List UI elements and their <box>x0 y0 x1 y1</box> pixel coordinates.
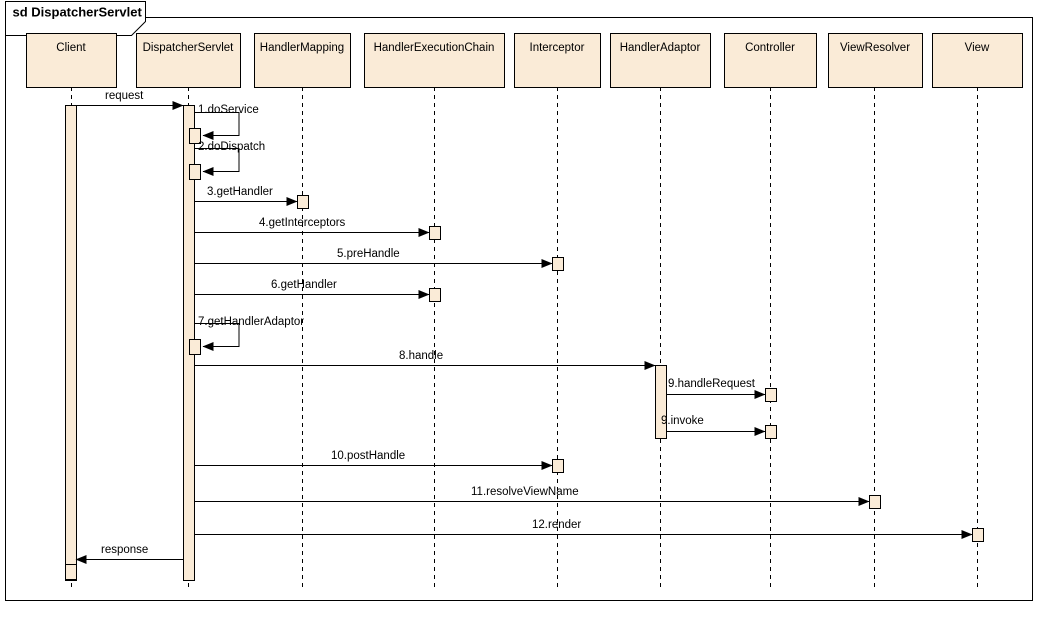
message-label: 1.doService <box>198 104 259 116</box>
activation-bar <box>765 425 777 439</box>
activation-bar <box>65 564 77 580</box>
activation-bar <box>552 257 564 271</box>
activation-bar <box>189 128 201 144</box>
message-5-prehandle[interactable]: 5.preHandle <box>194 248 553 268</box>
message-label: 9.handleRequest <box>668 378 756 390</box>
lifeline-box-dispatcherservlet[interactable] <box>136 33 241 88</box>
message-12-render[interactable]: 12.render <box>194 519 973 539</box>
message-label: response <box>101 544 148 556</box>
lifeline-label-client: Client <box>56 42 86 54</box>
message-label: 12.render <box>532 519 581 531</box>
activation-bar <box>297 195 309 209</box>
message-self-arrow <box>194 323 240 351</box>
lifeline-box-controller[interactable] <box>724 33 817 88</box>
lifeline-label-interceptor: Interceptor <box>530 42 585 54</box>
message-self-arrow <box>194 112 240 140</box>
activation-bar <box>189 164 201 180</box>
message-response[interactable]: response <box>75 544 183 564</box>
activation-bar <box>655 365 667 439</box>
lifeline-box-handleradaptor[interactable] <box>610 33 711 88</box>
message-label: 11.resolveViewName <box>471 486 579 498</box>
message-9-invoke[interactable]: 9.invoke <box>661 415 766 436</box>
lifeline-header-layer: Client DispatcherServlet HandlerMapping Han… <box>26 33 1023 88</box>
activation-bar <box>65 105 77 581</box>
message-label: 9.invoke <box>661 415 704 427</box>
message-6-gethandler[interactable]: 6.getHandler <box>194 279 430 299</box>
message-label: 6.getHandler <box>271 279 337 291</box>
message-label: 10.postHandle <box>331 450 405 462</box>
message-7-gethandleradaptor[interactable]: 7.getHandlerAdaptor <box>194 316 304 351</box>
frame-label: sd DispatcherServlet <box>13 5 143 20</box>
lifeline-label-controller: Controller <box>745 42 795 54</box>
lifeline-box-client[interactable] <box>26 33 117 88</box>
lifeline-box-view[interactable] <box>932 33 1023 88</box>
message-2-dodispatch[interactable]: 2.doDispatch <box>194 141 265 176</box>
lifeline-box-handlermapping[interactable] <box>254 33 351 88</box>
message-3-gethandler[interactable]: 3.getHandler <box>194 186 298 206</box>
activation-bar <box>429 226 441 240</box>
lifeline-box-viewresolver[interactable] <box>828 33 923 88</box>
activation-layer <box>65 105 984 581</box>
diagram-frame <box>5 17 1033 601</box>
message-1-doservice[interactable]: 1.doService <box>194 104 259 140</box>
lifeline-label-dispatcherservlet: DispatcherServlet <box>143 42 235 54</box>
message-label: 7.getHandlerAdaptor <box>198 316 304 328</box>
message-8-handle[interactable]: 8.handle <box>194 350 656 370</box>
lifeline-box-handlerexecutionchain[interactable] <box>364 33 505 88</box>
activation-bar <box>552 459 564 473</box>
message-self-arrow <box>194 148 240 176</box>
lifeline-label-handlermapping: HandlerMapping <box>260 42 344 54</box>
message-label: 8.handle <box>399 350 443 362</box>
message-request[interactable]: request <box>76 90 184 110</box>
lifeline-label-view: View <box>965 42 990 54</box>
message-label: 3.getHandler <box>207 186 273 198</box>
lifeline-label-handleradaptor: HandlerAdaptor <box>620 42 701 54</box>
activation-bar <box>429 288 441 302</box>
activation-bar <box>189 339 201 355</box>
message-4-getinterceptors[interactable]: 4.getInterceptors <box>194 217 430 237</box>
frame-layer: sd DispatcherServlet <box>5 1 1033 601</box>
message-11-resolveviewname[interactable]: 11.resolveViewName <box>194 486 870 506</box>
message-9-handlerequest[interactable]: 9.handleRequest <box>666 378 766 399</box>
activation-bar <box>765 388 777 402</box>
lifeline-label-handlerexecutionchain: HandlerExecutionChain <box>374 42 495 54</box>
message-label: 5.preHandle <box>337 248 400 260</box>
message-label: request <box>105 90 144 102</box>
lifeline-layer <box>71 87 978 587</box>
message-layer: request 1.doService 2.doDispatch 3.getHandl… <box>75 90 973 564</box>
lifeline-label-viewresolver: ViewResolver <box>840 42 910 54</box>
message-label: 4.getInterceptors <box>259 217 346 229</box>
lifeline-box-interceptor[interactable] <box>514 33 601 88</box>
activation-bar <box>972 528 984 542</box>
message-10-posthandle[interactable]: 10.postHandle <box>194 450 553 470</box>
message-label: 2.doDispatch <box>198 141 265 153</box>
activation-bar <box>869 495 881 509</box>
